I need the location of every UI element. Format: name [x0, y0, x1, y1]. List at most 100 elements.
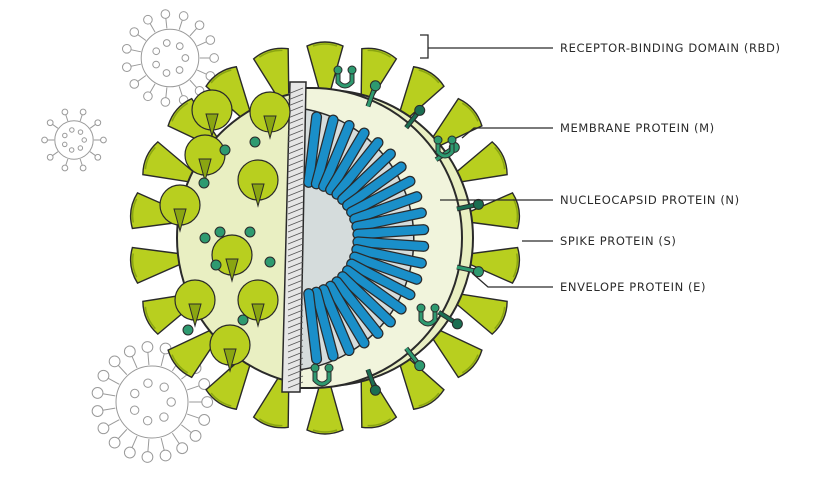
ghost-surface-dot [143, 378, 153, 388]
nucleocapsid-protein [326, 128, 369, 195]
nucleocapsid-protein [319, 121, 354, 191]
ghost-spike-head [198, 414, 211, 426]
hatch-line [287, 153, 304, 161]
ghost-spike-head [123, 446, 136, 459]
spike-protein [360, 372, 398, 429]
ghost-spike-head [91, 387, 104, 399]
hatch-line [287, 213, 304, 221]
hatch-line [287, 369, 304, 377]
ghost-spike-head [143, 91, 153, 102]
spike-protein [142, 140, 199, 184]
spike-protein [205, 354, 253, 411]
spike-protein [306, 379, 344, 435]
spike-crown-shade [461, 354, 479, 374]
spike-crown-shade [171, 354, 189, 374]
spike-crown-shade [171, 102, 189, 122]
hatch-line [287, 147, 304, 155]
label-rbd: Receptor-binding domain (RBD) [560, 41, 781, 55]
hatch-line [287, 243, 304, 251]
ghost-surface-dot [166, 397, 176, 407]
hatch-line [287, 309, 304, 317]
hatch-line [287, 225, 304, 233]
surface-membrane-dot [264, 256, 276, 268]
membrane-protein-u-head [447, 135, 457, 145]
ghost-surface-dot [69, 127, 75, 133]
label-membrane-protein: Membrane protein (M) [560, 121, 715, 135]
ghost-spike-head [201, 396, 214, 408]
membrane-protein-u-head [433, 135, 443, 145]
surface-membrane-dot [237, 314, 249, 326]
spike-crown-shade [494, 306, 506, 330]
ghost-spike-head [94, 153, 102, 161]
hatch-line [287, 201, 304, 209]
hatch-line [287, 333, 304, 341]
ghost-spike-head [97, 369, 110, 382]
spike-crown-shade [367, 49, 392, 58]
surface-membrane-dot [214, 226, 226, 238]
nucleocapsid-protein [304, 289, 321, 364]
surface-spike-stem [225, 258, 239, 283]
spike-protein [451, 292, 508, 336]
ghost-spike-head [143, 14, 153, 25]
ghost-body [115, 365, 189, 439]
ghost-spike-head [91, 405, 104, 417]
nucleocapsid-proteins [303, 111, 430, 365]
nucleocapsid-protein [312, 115, 338, 189]
membrane-protein-u [436, 142, 454, 158]
hatch-line [287, 357, 304, 365]
label-spike-protein: Spike protein (S) [560, 234, 676, 248]
membrane-protein-u-head [333, 65, 343, 75]
surface-spike-stem [263, 115, 277, 140]
nucleocapsid-protein [332, 138, 383, 199]
ghost-spike-head [79, 164, 87, 172]
spike-protein [428, 97, 483, 149]
ghost-spike-head [108, 355, 121, 368]
ghost-surface-dot [152, 47, 161, 56]
hatch-line [287, 303, 304, 311]
ghost-spike-head [159, 449, 172, 462]
ghost-spike-head [129, 79, 140, 89]
membrane-leader [461, 127, 553, 139]
hatch-line [287, 165, 304, 173]
spike-protein [360, 47, 398, 104]
hatch-line [287, 99, 304, 107]
nucleocapsid-protein [338, 149, 395, 204]
ghost-surface-dot [62, 132, 68, 139]
spike-protein [205, 65, 253, 122]
surface-membrane-dot [210, 259, 222, 271]
hatch-line [287, 255, 304, 263]
surface-membrane-dot [244, 226, 256, 238]
ghost-spike-head [141, 341, 154, 353]
ghost-spike-head [205, 35, 216, 45]
ghost-spike-head [160, 9, 171, 19]
nucleocapsid-protein [353, 225, 428, 239]
spike-crown-shade [367, 418, 392, 427]
label-envelope-protein: Envelope protein (E) [560, 280, 706, 294]
hatch-line [287, 285, 304, 293]
surface-membrane-dot [219, 144, 231, 156]
hatch-line [287, 267, 304, 275]
ghost-surface-dot [159, 412, 169, 422]
hatch-line [287, 321, 304, 329]
spike-protein [397, 354, 445, 411]
nucleocapsid-protein [347, 177, 415, 217]
hatch-line [287, 93, 304, 101]
spike-protein [428, 327, 483, 379]
spike-crown-shade [418, 392, 440, 407]
membrane-protein-u-head [416, 303, 426, 313]
ghost-spike-head [160, 97, 171, 107]
hatch-line [287, 279, 304, 287]
surface-membrane-dot [198, 177, 210, 189]
ghost-spike-head [108, 436, 121, 449]
nucleocapsid-protein [326, 281, 369, 348]
ghost-surface-dot [130, 388, 140, 399]
surface-spike-stem [205, 113, 219, 138]
ghost-surface-dot [175, 66, 184, 74]
hatch-line [287, 297, 304, 305]
ghost-surface-dot [159, 382, 169, 392]
hatch-line [287, 273, 304, 281]
hatch-line [287, 177, 304, 185]
membrane-protein-head [414, 360, 426, 372]
nucleocapsid-protein [319, 285, 354, 355]
